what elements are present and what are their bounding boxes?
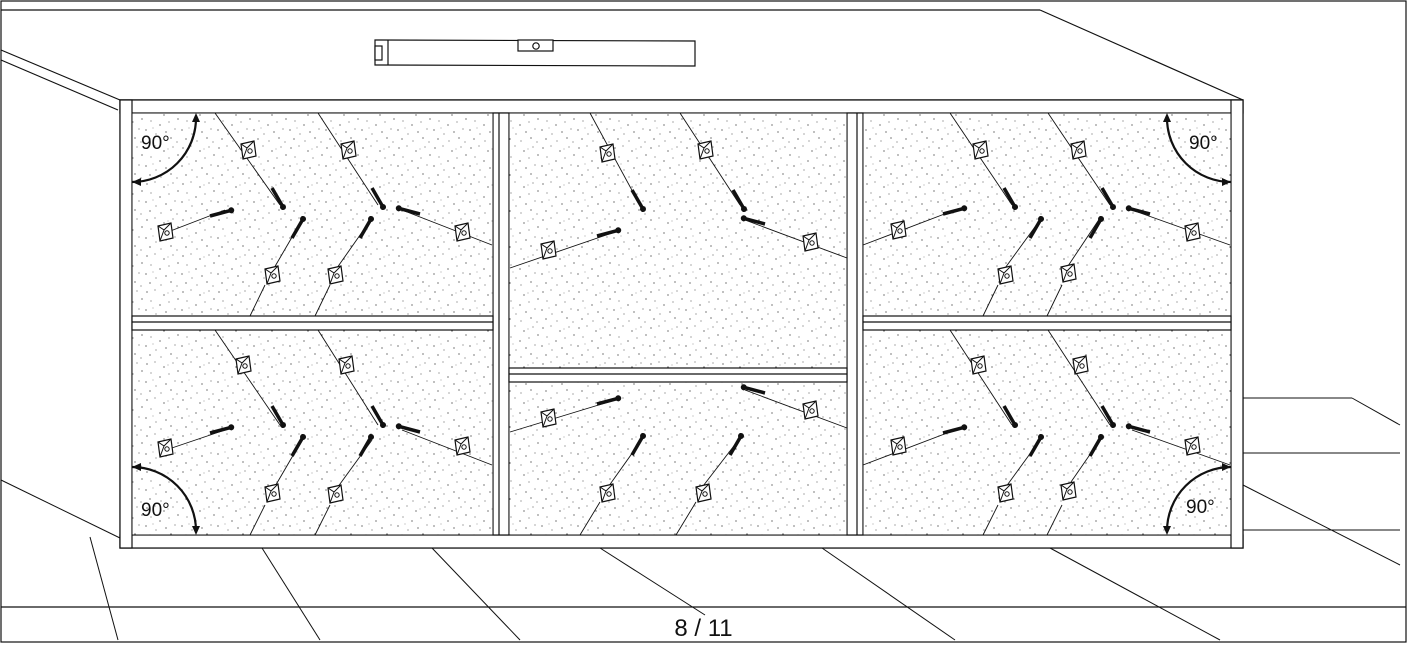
- angle-arrowheads: [132, 113, 1231, 535]
- spirit-level-icon: [374, 39, 696, 67]
- angle-label-bottom-left: 90°: [141, 500, 170, 521]
- angle-arcs: [131, 117, 1232, 532]
- page-indicator: 8 / 11: [674, 615, 733, 642]
- angle-label-top-left: 90°: [141, 133, 170, 154]
- floor-lines: [0, 397, 1401, 641]
- shelves: [131, 315, 1232, 383]
- angle-label-top-right: 90°: [1189, 133, 1218, 154]
- back-panels: [131, 112, 1232, 536]
- angle-label-bottom-right: 90°: [1186, 497, 1215, 518]
